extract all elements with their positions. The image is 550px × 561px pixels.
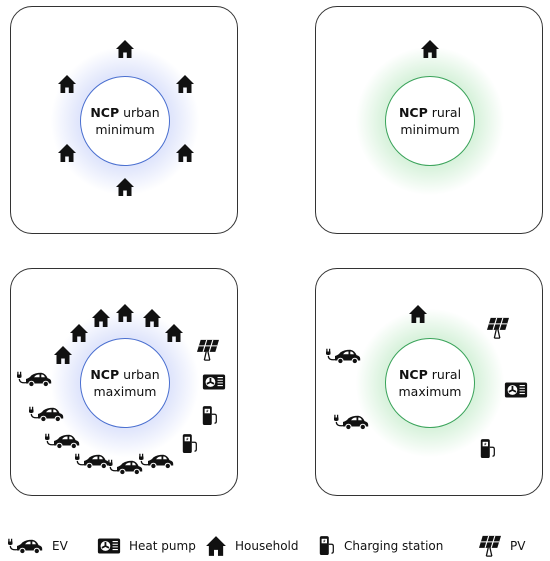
ncp-urban-maximum-node: NCP urban maximum <box>80 338 170 428</box>
ncp-rural-minimum-node: NCP rural minimum <box>385 76 475 166</box>
area-label: urban <box>123 367 160 382</box>
legend-heat-pump-label: Heat pump <box>129 539 196 553</box>
household-icon <box>205 535 227 557</box>
legend-ev: EV <box>8 532 68 560</box>
household-icon <box>91 308 111 328</box>
ncp-label: NCP <box>398 105 428 120</box>
ev-icon <box>45 432 81 450</box>
legend-pv: PV <box>478 532 525 560</box>
ncp-rural-maximum-node: NCP rural maximum <box>385 338 475 428</box>
legend-household-label: Household <box>235 539 299 553</box>
ncp-label: NCP <box>90 105 120 120</box>
charging-station-icon <box>479 438 497 460</box>
legend-household: Household <box>205 532 299 560</box>
ncp-urban-minimum-node: NCP urban minimum <box>80 76 170 166</box>
legend-ev-label: EV <box>52 539 68 553</box>
ev-icon <box>75 452 111 470</box>
household-icon <box>115 303 135 323</box>
area-label: rural <box>431 367 462 382</box>
area-label: urban <box>123 105 160 120</box>
heat-pump-icon <box>504 382 528 398</box>
pv-icon <box>478 535 502 557</box>
panel-rural-maximum: NCP rural maximum <box>315 268 543 496</box>
household-icon <box>175 74 195 94</box>
ev-icon <box>8 537 44 555</box>
household-icon <box>115 177 135 197</box>
level-label: minimum <box>95 122 155 137</box>
charging-station-icon <box>181 433 199 455</box>
household-icon <box>115 39 135 59</box>
legend-charging-station: Charging station <box>318 532 443 560</box>
ncp-label: NCP <box>90 367 120 382</box>
area-label: rural <box>431 105 462 120</box>
legend-pv-label: PV <box>510 539 526 553</box>
legend-charging-station-label: Charging station <box>344 539 444 553</box>
panel-rural-minimum: NCP rural minimum <box>315 6 543 234</box>
household-icon <box>69 323 89 343</box>
charging-station-icon <box>318 535 336 557</box>
ev-icon <box>139 452 175 470</box>
panel-urban-minimum: NCP urban minimum <box>10 6 238 234</box>
household-icon <box>175 143 195 163</box>
household-icon <box>57 74 77 94</box>
level-label: maximum <box>93 384 157 399</box>
household-icon <box>164 323 184 343</box>
heat-pump-icon <box>202 374 226 390</box>
ncp-label: NCP <box>398 367 428 382</box>
household-icon <box>142 308 162 328</box>
heat-pump-icon <box>97 538 121 554</box>
ev-icon <box>29 405 65 423</box>
ev-icon <box>17 370 53 388</box>
level-label: maximum <box>398 384 462 399</box>
pv-icon <box>486 317 510 339</box>
household-icon <box>57 143 77 163</box>
pv-icon <box>196 339 220 361</box>
legend-heat-pump: Heat pump <box>97 532 196 560</box>
ev-icon <box>326 347 362 365</box>
panel-urban-maximum: NCP urban maximum <box>10 268 238 496</box>
ev-icon <box>334 413 370 431</box>
household-icon <box>408 304 428 324</box>
level-label: minimum <box>400 122 460 137</box>
charging-station-icon <box>201 405 219 427</box>
household-icon <box>53 345 73 365</box>
household-icon <box>420 39 440 59</box>
